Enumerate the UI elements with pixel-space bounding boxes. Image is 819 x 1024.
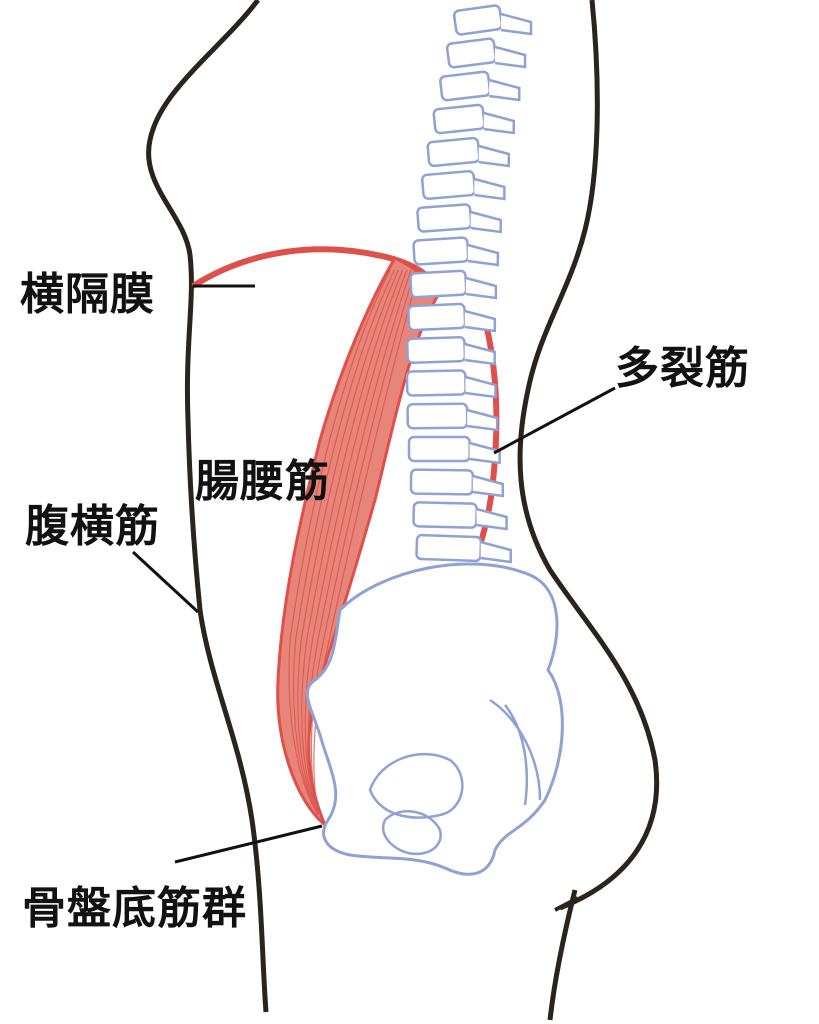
- vertebra: [407, 302, 467, 332]
- vertebra: [432, 103, 486, 135]
- vertebra: [407, 435, 471, 463]
- vertebra-process: [476, 507, 508, 531]
- vertebra-process: [480, 540, 512, 564]
- muscle-fiber: [310, 269, 416, 816]
- vertebra-process: [483, 111, 516, 135]
- vertebra: [439, 70, 492, 102]
- leg-tick: [554, 896, 579, 912]
- vertebra-process: [488, 78, 521, 102]
- vertebra: [405, 369, 467, 397]
- vertebra: [416, 203, 473, 233]
- muscle-fiber: [307, 269, 412, 816]
- vertebra-process: [478, 144, 511, 168]
- spine: [405, 4, 533, 564]
- vertebra-process: [470, 210, 502, 234]
- body-outline-front: [146, 0, 269, 1013]
- muscle-fiber: [297, 269, 399, 816]
- vertebra: [412, 236, 470, 266]
- muscle-fiber: [293, 269, 395, 816]
- pelvis-bone: [305, 562, 564, 876]
- muscle-fiber: [301, 269, 404, 816]
- vertebra-process: [469, 441, 501, 465]
- multifidus-leader: [493, 386, 616, 455]
- vertebra-process: [466, 408, 499, 432]
- transversus-leader: [131, 550, 200, 614]
- pelvic-floor-leader: [174, 824, 323, 864]
- vertebra: [405, 336, 467, 364]
- vertebra-process: [467, 243, 500, 267]
- vertebra-process: [465, 276, 498, 300]
- vertebra: [420, 170, 477, 200]
- vertebra: [412, 501, 478, 529]
- body-outline-back: [517, 0, 660, 911]
- label-transversus-abdominis: 腹横筋: [25, 501, 160, 552]
- label-diaphragm: 横隔膜: [20, 269, 155, 320]
- vertebra-process: [494, 45, 527, 69]
- vertebra-process: [500, 12, 533, 36]
- muscle-fiber: [304, 269, 408, 816]
- vertebra: [409, 468, 475, 496]
- vertebra: [409, 269, 468, 299]
- vertebra: [452, 4, 504, 36]
- vertebra: [426, 136, 481, 168]
- pelvis-detail: [368, 698, 542, 856]
- vertebra: [415, 533, 483, 563]
- muscle-fiber: [313, 269, 420, 816]
- label-pelvic-floor: 骨盤底筋群: [22, 883, 247, 934]
- vertebra-process: [474, 177, 506, 201]
- muscle-fiber: [288, 269, 391, 816]
- vertebra-process: [465, 375, 497, 399]
- vertebra: [445, 37, 498, 69]
- vertebra-process: [464, 342, 496, 366]
- vertebra-process: [472, 474, 505, 498]
- label-iliopsoas: 腸腰筋: [195, 456, 330, 507]
- vertebra-process: [464, 309, 497, 333]
- label-multifidus: 多裂筋: [615, 343, 750, 394]
- vertebra: [406, 402, 469, 430]
